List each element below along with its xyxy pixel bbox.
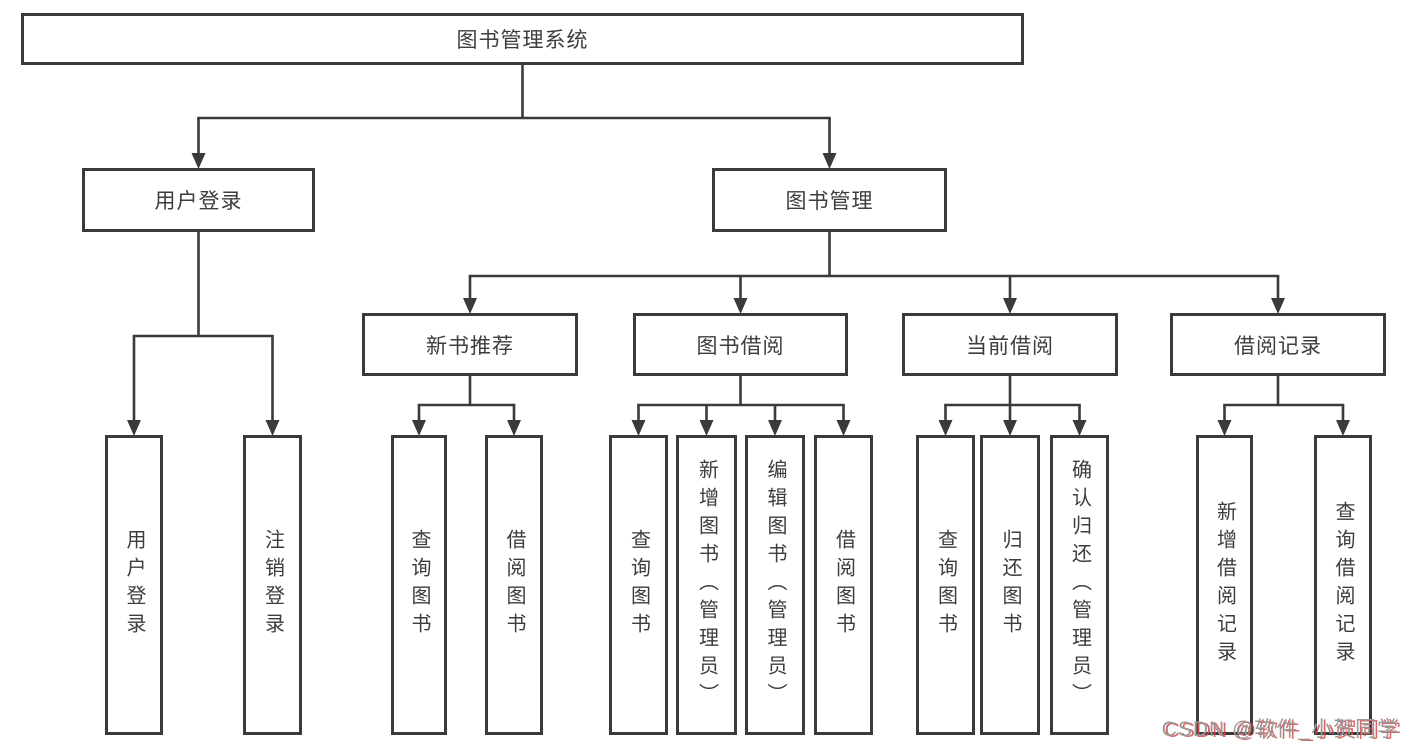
bb-query-label: 查询图书	[627, 529, 650, 641]
user-login-label: 用户登录	[154, 190, 243, 213]
cb-confirm-node: 确认归还（管理员）	[1050, 435, 1109, 735]
bb-borrow-label: 借阅图书	[832, 529, 855, 641]
cb-query-node: 查询图书	[916, 435, 975, 735]
arrowhead-icon	[836, 420, 851, 436]
arrowhead-icon	[699, 420, 714, 436]
cb-return-node: 归还图书	[980, 435, 1040, 735]
root-label: 图书管理系统	[456, 29, 589, 52]
arrowhead-icon	[507, 420, 521, 436]
arrowhead-icon	[733, 298, 748, 314]
book-borrow-node: 图书借阅	[633, 313, 848, 376]
arrowhead-icon	[127, 420, 141, 436]
csdn-watermark: CSDN @软件_小贺同学	[1161, 718, 1399, 741]
arrowhead-icon	[1336, 420, 1350, 436]
ul-logout-node: 注销登录	[243, 435, 302, 735]
book-mgmt-label: 图书管理	[785, 190, 874, 213]
br-add-label: 新增借阅记录	[1213, 501, 1236, 669]
borrow-record-node: 借阅记录	[1170, 313, 1386, 376]
bb-borrow-node: 借阅图书	[814, 435, 873, 735]
cb-return-label: 归还图书	[999, 529, 1021, 641]
arrowhead-icon	[631, 420, 646, 436]
nb-query-label: 查询图书	[408, 529, 430, 641]
arrowhead-icon	[938, 420, 953, 436]
arrowhead-icon	[1271, 298, 1285, 314]
borrow-record-label: 借阅记录	[1234, 334, 1322, 358]
arrowhead-icon	[412, 420, 426, 436]
arrowhead-icon	[822, 153, 837, 169]
arrowhead-icon	[1003, 298, 1017, 314]
root-node: 图书管理系统	[21, 13, 1024, 65]
user-login-node: 用户登录	[82, 168, 315, 232]
nb-borrow-label: 借阅图书	[503, 529, 525, 641]
arrowhead-icon	[191, 153, 206, 169]
br-query-node: 查询借阅记录	[1314, 435, 1372, 735]
nb-query-node: 查询图书	[391, 435, 447, 735]
book-mgmt-node: 图书管理	[712, 168, 947, 232]
arrowhead-icon	[1003, 420, 1017, 436]
bb-edit-node: 编辑图书（管理员）	[745, 435, 805, 735]
cb-query-label: 查询图书	[934, 529, 957, 641]
arrowhead-icon	[1072, 420, 1087, 436]
nb-borrow-node: 借阅图书	[485, 435, 543, 735]
ul-login-label: 用户登录	[123, 529, 145, 641]
arrowhead-icon	[265, 420, 280, 436]
ul-login-node: 用户登录	[105, 435, 163, 735]
ul-logout-label: 注销登录	[261, 529, 284, 641]
book-borrow-label: 图书借阅	[696, 334, 785, 358]
br-query-label: 查询借阅记录	[1332, 501, 1354, 669]
cb-confirm-label: 确认归还（管理员）	[1068, 459, 1091, 711]
arrowhead-icon	[463, 298, 477, 314]
bb-edit-label: 编辑图书（管理员）	[764, 459, 786, 711]
new-book-rec-label: 新书推荐	[426, 334, 514, 358]
current-borrow-label: 当前借阅	[966, 334, 1054, 358]
br-add-node: 新增借阅记录	[1196, 435, 1253, 735]
bb-add-node: 新增图书（管理员）	[676, 435, 737, 735]
bb-add-label: 新增图书（管理员）	[695, 459, 718, 711]
arrowhead-icon	[768, 420, 782, 436]
arrowhead-icon	[1217, 420, 1232, 436]
bb-query-node: 查询图书	[609, 435, 668, 735]
current-borrow-node: 当前借阅	[902, 313, 1118, 376]
new-book-rec-node: 新书推荐	[362, 313, 578, 376]
